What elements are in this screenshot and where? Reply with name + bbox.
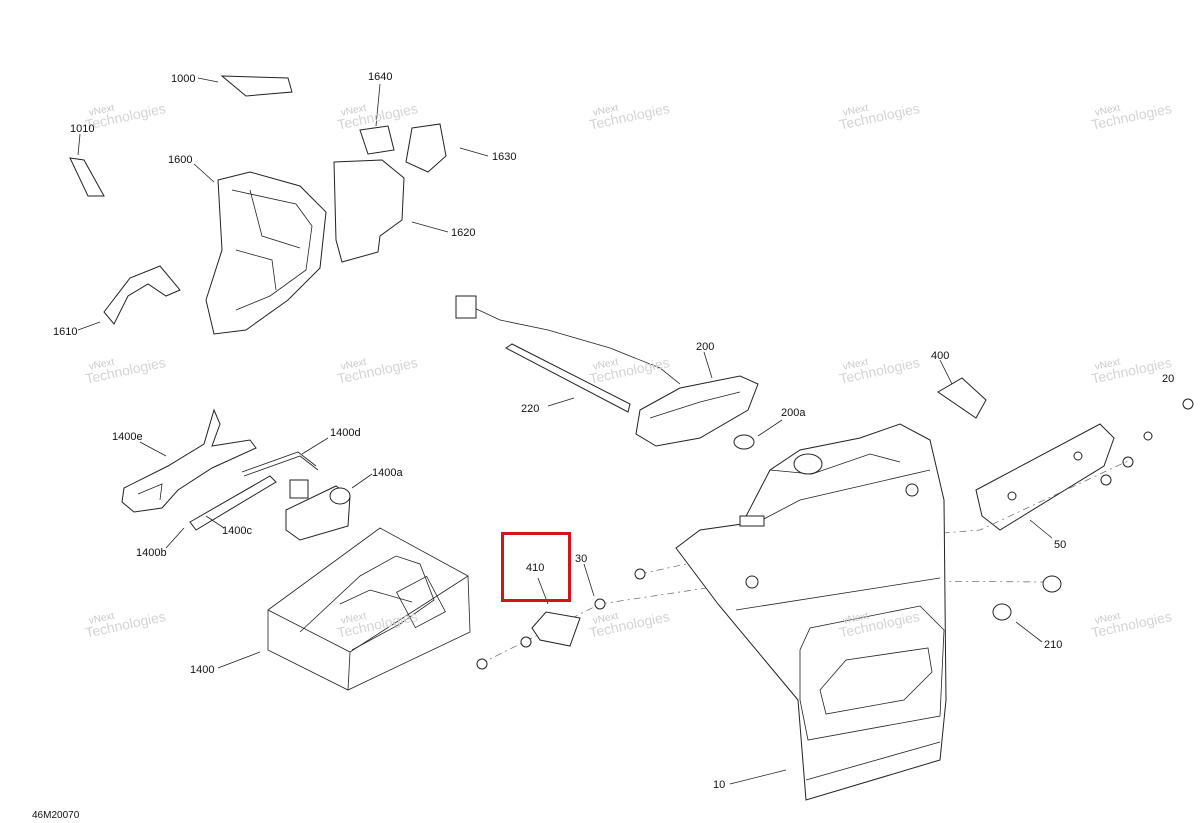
callout-1400d[interactable]: 1400d	[330, 427, 361, 439]
callout-1640[interactable]: 1640	[368, 71, 393, 83]
part-1400d-rod	[241, 451, 317, 473]
part-1010-pad	[69, 157, 105, 197]
part-1630-foam	[405, 123, 447, 173]
part-30-washer	[476, 658, 488, 670]
part-410-pad	[531, 611, 581, 647]
part-10-rear-flap	[675, 423, 947, 801]
part-1400-kit-box	[267, 527, 471, 691]
callout-1400a[interactable]: 1400a	[372, 467, 403, 479]
part-210-grommet	[992, 603, 1012, 621]
part-30-washer	[634, 568, 646, 580]
part-200-wire	[469, 305, 681, 385]
part-30-washer	[594, 598, 606, 610]
callout-1400b[interactable]: 1400b	[136, 547, 167, 559]
callout-210[interactable]: 210	[1044, 639, 1063, 651]
callout-400[interactable]: 400	[931, 350, 950, 362]
part-1400c-strip	[189, 475, 277, 531]
part-1620-foam	[333, 159, 405, 263]
callout-20[interactable]: 20	[1162, 373, 1175, 385]
part-400-pad	[937, 377, 987, 419]
highlight-box-410[interactable]	[501, 532, 571, 602]
callout-1400c[interactable]: 1400c	[222, 525, 252, 537]
callout-1610[interactable]: 1610	[53, 326, 78, 338]
callout-200[interactable]: 200	[696, 341, 715, 353]
callout-30[interactable]: 30	[575, 553, 588, 565]
callout-410[interactable]: 410	[526, 562, 545, 574]
part-30-washer	[520, 636, 532, 648]
part-210-grommet	[1042, 575, 1062, 593]
part-20-screw	[1182, 398, 1194, 410]
callout-220[interactable]: 220	[521, 403, 540, 415]
callout-1620[interactable]: 1620	[451, 227, 476, 239]
callout-1010[interactable]: 1010	[70, 123, 95, 135]
part-200a-bulb	[733, 434, 755, 450]
callout-1630[interactable]: 1630	[492, 151, 517, 163]
callout-1400[interactable]: 1400	[190, 664, 215, 676]
document-id: 46M20070	[32, 810, 80, 821]
callout-1400e[interactable]: 1400e	[112, 431, 143, 443]
part-1600-storage-box	[205, 171, 327, 335]
callout-10[interactable]: 10	[713, 779, 726, 791]
callout-1600[interactable]: 1600	[168, 154, 193, 166]
callout-1000[interactable]: 1000	[171, 73, 196, 85]
part-220-strip	[505, 343, 631, 413]
callout-200a[interactable]: 200a	[781, 407, 806, 419]
callout-50[interactable]: 50	[1054, 539, 1067, 551]
part-1000-pad	[220, 75, 293, 97]
part-200-tail-light	[635, 375, 759, 447]
part-1640-foam	[359, 125, 395, 155]
part-1610-strap	[103, 265, 181, 325]
part-50-bracket	[975, 423, 1115, 531]
part-200-connector	[455, 295, 477, 319]
